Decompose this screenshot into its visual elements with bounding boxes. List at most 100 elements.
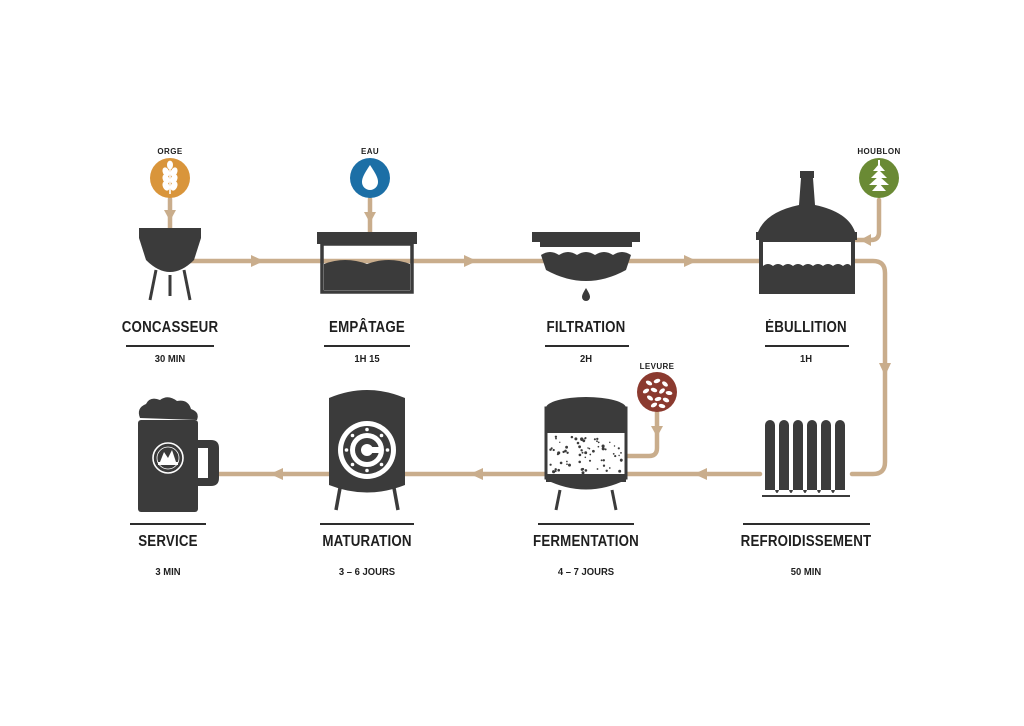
maturation-tank-icon xyxy=(329,390,405,511)
bubble-dot xyxy=(559,441,561,443)
bubble-dot xyxy=(557,468,560,472)
ingredient-label-levure: LEVURE xyxy=(639,362,675,371)
dial-bolt xyxy=(365,427,369,432)
bubble-dot xyxy=(601,444,605,448)
bubble-dot xyxy=(582,439,586,443)
bubble-dot xyxy=(584,437,587,440)
step-duration-service: 3 MIN xyxy=(155,566,181,578)
bubble-dot xyxy=(570,435,574,439)
dial-bolt xyxy=(385,448,390,452)
arrow-right xyxy=(684,255,697,267)
bubble-dot xyxy=(555,437,557,440)
mash-tun-icon xyxy=(317,232,417,294)
bubble-dot xyxy=(604,448,607,451)
bubble-dot xyxy=(581,471,585,475)
bubble-dot xyxy=(592,449,595,453)
fermentation-bubbles xyxy=(549,435,623,475)
ingredient-label-eau: EAU xyxy=(360,147,380,156)
bubble-dot xyxy=(602,459,605,462)
bubble-dot xyxy=(587,447,589,449)
arrow-left xyxy=(860,234,871,246)
water-drop-icon xyxy=(350,158,390,198)
bubble-dot xyxy=(556,453,559,456)
bubble-dot xyxy=(584,469,588,472)
dial-bolt xyxy=(379,433,384,438)
bubble-dot xyxy=(596,437,599,441)
step-name-empatage: EMPÂTAGE xyxy=(329,319,405,336)
bubble-dot xyxy=(602,464,606,467)
bubble-dot xyxy=(552,448,555,452)
step-name-concasseur: CONCASSEUR xyxy=(121,319,219,336)
arrow-down xyxy=(651,426,663,437)
arrow-right xyxy=(251,255,264,267)
bubble-dot xyxy=(581,451,584,454)
step-name-ebullition: ÉBULLITION xyxy=(765,319,847,336)
step-duration-concasseur: 30 MIN xyxy=(154,353,186,365)
divider xyxy=(765,345,849,347)
divider xyxy=(538,523,634,525)
bubble-dot xyxy=(566,460,568,463)
flow-arrows xyxy=(164,210,891,480)
step-name-service: SERVICE xyxy=(138,533,198,550)
dial-bolt xyxy=(344,448,349,452)
fermentation-tank-icon xyxy=(544,397,628,511)
hop-icon xyxy=(859,158,899,198)
divider xyxy=(126,345,214,347)
divider xyxy=(545,345,629,347)
bubble-dot xyxy=(578,460,581,464)
bubble-dot xyxy=(554,468,557,471)
bubble-dot xyxy=(597,441,600,444)
brew-kettle-icon xyxy=(756,171,857,294)
step-duration-refroidissement: 50 MIN xyxy=(790,566,822,578)
arrow-down xyxy=(364,212,376,223)
wheat-icon xyxy=(150,158,190,198)
pipe-levure-feed xyxy=(623,409,660,459)
divider xyxy=(743,523,870,525)
bubble-dot xyxy=(565,445,569,449)
step-duration-maturation: 3 – 6 JOURS xyxy=(338,566,396,578)
dial-bolts xyxy=(344,427,390,473)
step-name-fermentation: FERMENTATION xyxy=(533,533,639,550)
bubble-dot xyxy=(568,463,571,467)
bubble-dot xyxy=(549,448,552,451)
dial-bolt xyxy=(350,462,355,467)
bubble-dot xyxy=(620,460,623,462)
pipe-right-loop xyxy=(849,258,888,477)
bubble-dot xyxy=(597,445,600,448)
bubble-dot xyxy=(588,459,592,462)
bubble-dot xyxy=(596,468,599,470)
bubble-dot xyxy=(608,467,611,469)
bubble-dot xyxy=(601,447,605,451)
bubble-dot xyxy=(549,463,552,466)
bubble-dot xyxy=(574,437,578,441)
bubble-dot xyxy=(580,437,584,441)
bubble-dot xyxy=(596,440,598,443)
step-duration-fermentation: 4 – 7 JOURS xyxy=(557,566,615,578)
step-duration-filtration: 2H xyxy=(579,353,593,365)
bubble-dot xyxy=(564,449,567,453)
divider xyxy=(130,523,206,525)
bubble-dot xyxy=(566,463,568,466)
ingredient-label-orge: ORGE xyxy=(157,147,183,156)
bubble-dot xyxy=(576,441,580,445)
arrow-left xyxy=(694,468,707,480)
bubble-dot xyxy=(614,455,617,458)
step-duration-empatage: 1H 15 xyxy=(354,353,380,365)
bubble-dot xyxy=(589,453,592,456)
bubble-dot xyxy=(578,453,582,457)
bubble-dot xyxy=(620,451,622,454)
divider xyxy=(320,523,414,525)
arrow-down xyxy=(879,363,891,376)
ingredient-label-houblon: HOUBLON xyxy=(857,147,901,156)
bubble-dot xyxy=(580,449,583,452)
bubble-dot xyxy=(618,454,620,457)
filter-tank-icon xyxy=(532,232,640,301)
bubble-dot xyxy=(584,456,587,459)
yeast-icon xyxy=(637,372,677,412)
beer-mug-icon xyxy=(138,397,219,512)
bubble-dot xyxy=(617,447,620,450)
bubble-dot xyxy=(580,468,584,471)
bubble-dot xyxy=(552,470,556,474)
bubble-dot xyxy=(578,445,581,449)
